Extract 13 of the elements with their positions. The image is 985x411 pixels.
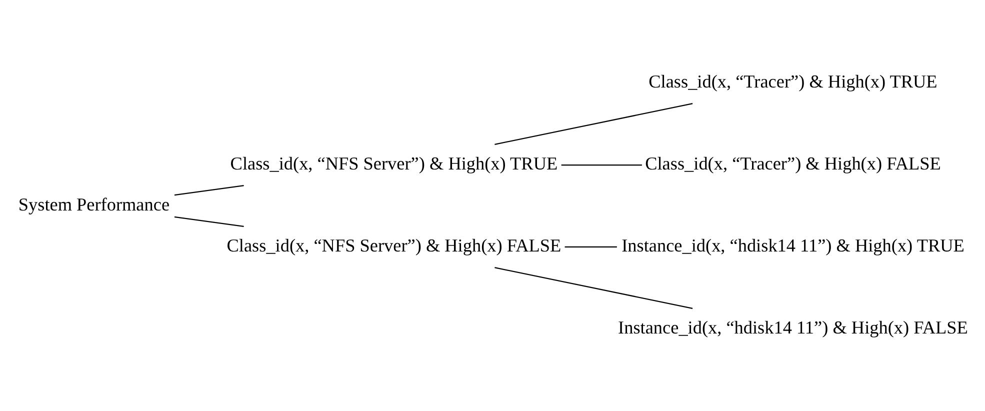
node-text: System Performance <box>18 194 170 214</box>
connector <box>564 246 616 248</box>
connector <box>174 184 244 196</box>
node-text: Class_id(x, “NFS Server”) & High(x) TRUE <box>230 152 558 173</box>
connector <box>560 164 642 166</box>
node-text: Class_id(x, “Tracer”) & High(x) FALSE <box>644 152 940 173</box>
connector <box>494 102 692 144</box>
node-text: Class_id(x, “Tracer”) & High(x) TRUE <box>648 70 937 91</box>
node-text: Instance_id(x, “hdisk14 11”) & High(x) FALSE <box>618 316 968 337</box>
connector <box>494 266 692 308</box>
node-text: Class_id(x, “NFS Server”) & High(x) FALSE <box>226 234 561 255</box>
connector <box>174 216 244 227</box>
node-text: Instance_id(x, “hdisk14 11”) & High(x) TRUE <box>621 234 964 255</box>
